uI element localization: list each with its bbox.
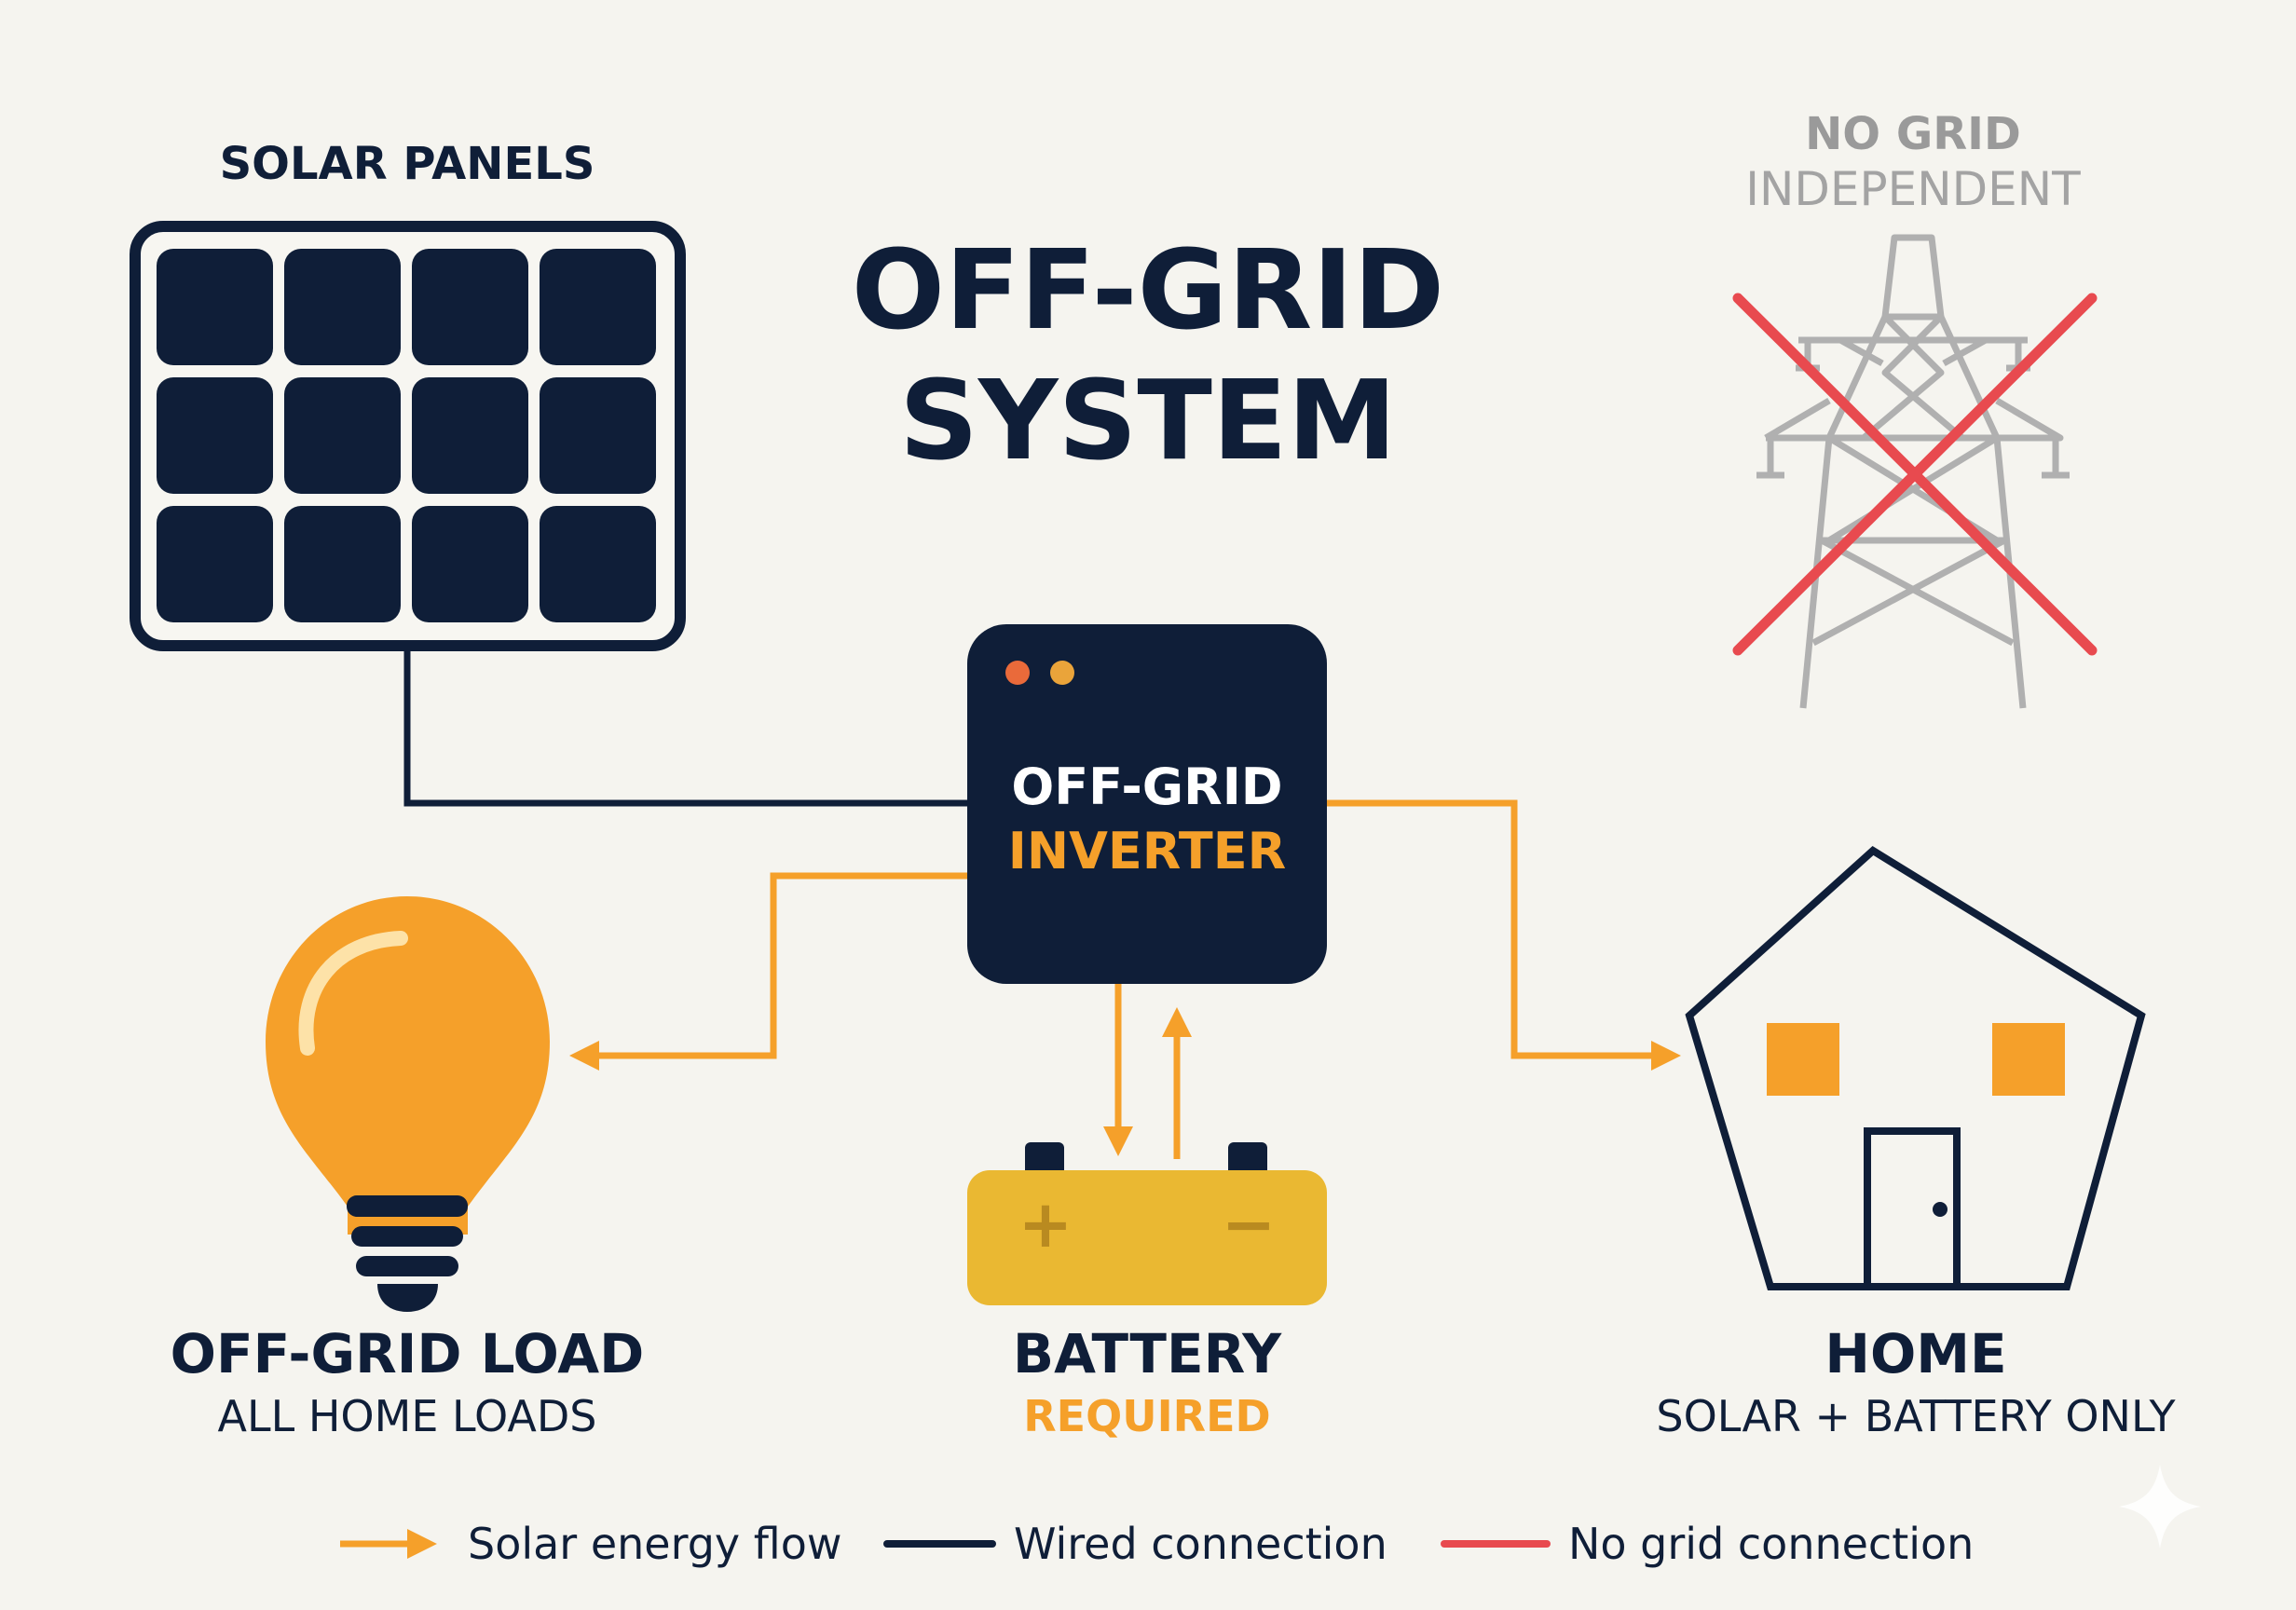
house-icon: [1685, 846, 2146, 1290]
sparkle-icon: [2119, 1465, 2201, 1549]
load-sublabel: ALL HOME LOADS: [218, 1391, 597, 1441]
light-bulb-icon: [266, 896, 550, 1312]
transmission-tower-icon: [1756, 234, 2070, 709]
flow-arrow-to-load: [569, 872, 967, 1071]
home-sublabel: SOLAR + BATTERY ONLY: [1656, 1391, 2176, 1441]
legend-no-grid-label: No grid connection: [1568, 1519, 1974, 1569]
title-line-1: OFF-GRID: [852, 225, 1444, 354]
load-label: OFF-GRID LOAD: [171, 1322, 645, 1385]
inverter-line-1: OFF-GRID: [1011, 757, 1282, 816]
legend: Solar energy flow Wired connection No gr…: [340, 1519, 1974, 1569]
inverter-line-2: INVERTER: [1008, 822, 1286, 880]
title-line-2: SYSTEM: [899, 356, 1397, 484]
home-label: HOME: [1824, 1322, 2006, 1385]
battery-label: BATTERY: [1013, 1322, 1282, 1385]
flow-arrow-to-home: [1327, 799, 1681, 1071]
legend-flow-label: Solar energy flow: [468, 1519, 842, 1569]
battery-sublabel: REQUIRED: [1023, 1391, 1270, 1441]
inverter-icon: [967, 624, 1327, 984]
battery-icon: [967, 1142, 1327, 1305]
legend-wired-label: Wired connection: [1014, 1519, 1387, 1569]
no-grid-cross: [1732, 293, 2098, 656]
grid-sublabel: INDEPENDENT: [1745, 162, 2081, 216]
wired-connection-line: [403, 646, 969, 807]
solar-panel-icon: [130, 221, 686, 651]
solar-panels-label: SOLAR PANELS: [220, 138, 595, 190]
battery-minus: −: [1222, 1186, 1277, 1262]
grid-label: NO GRID: [1805, 108, 2021, 160]
battery-plus: +: [1018, 1186, 1073, 1262]
